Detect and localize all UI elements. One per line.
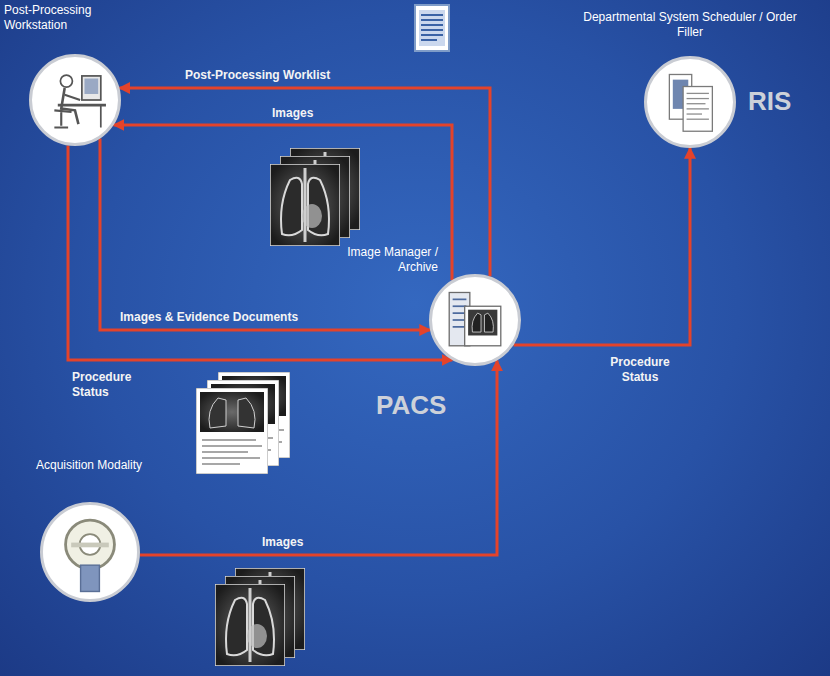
worklist-document-icon [415,5,449,51]
flow-arrow [68,146,452,361]
node-heading: Image Manager / Archive [330,245,438,275]
evidence-document-stack [196,372,290,474]
pacs-node: Image Manager / ArchivePACS [330,240,530,435]
node-circle [644,56,736,148]
node-icon [32,57,118,143]
xray-stack [270,148,360,246]
flow-arrow [514,148,690,345]
node-circle [429,274,521,366]
xray-stack [215,568,305,666]
edge-label: Procedure Status [600,355,680,385]
node-circle [40,502,140,602]
modality-node: Acquisition Modality [30,455,150,610]
node-circle [29,54,121,146]
node-icon [43,505,137,599]
flow-arrow [140,360,497,555]
node-heading: Departmental System Scheduler / Order Fi… [575,10,805,40]
node-icon [432,277,518,363]
system-label: PACS [376,390,446,420]
flow-arrow [114,125,452,280]
edge-label: Images [262,535,303,550]
node-heading: Acquisition Modality [30,458,148,473]
node-icon [647,59,733,145]
flow-arrow [100,139,430,330]
ris-node: Departmental System Scheduler / Order Fi… [540,6,830,156]
edge-label: Post-Processing Worklist [185,68,330,83]
edge-label: Images & Evidence Documents [120,310,298,325]
node-heading: Post-Processing Workstation [4,3,116,33]
edge-label: Procedure Status [72,370,154,400]
edge-label: Images [272,106,313,121]
workstation-node: Post-Processing Workstation [0,0,140,150]
flow-arrow [119,88,490,277]
system-label: RIS [748,86,791,116]
